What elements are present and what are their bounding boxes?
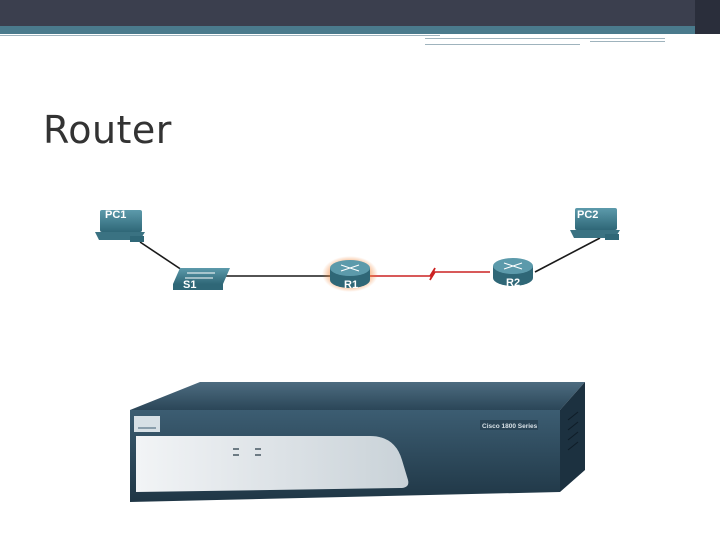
- network-topology-diagram: PC1 PC2 S1 R1 R2: [95, 208, 620, 292]
- link-r1-r2-serial: [370, 267, 490, 281]
- pc-icon: [575, 208, 617, 230]
- pc2-device: PC2: [570, 208, 620, 240]
- s1-device: S1: [173, 268, 230, 291]
- link-pc1-s1: [139, 241, 186, 273]
- header-bar: [0, 0, 720, 26]
- model-label: [480, 420, 538, 430]
- device-label-s1: S1: [183, 279, 196, 291]
- pc-icon: [100, 210, 142, 232]
- model-text: Cisco 1800 Series: [482, 423, 538, 430]
- device-label-r2: R2: [506, 277, 520, 289]
- header-rule: [425, 44, 580, 45]
- device-label-r1: R1: [344, 279, 358, 291]
- header-accent-stripe: [0, 26, 720, 34]
- device-label-pc2: PC2: [577, 209, 598, 221]
- header-rule: [0, 35, 440, 36]
- router-hardware-image: Cisco 1800 Series: [130, 382, 585, 502]
- r1-device: R1: [322, 256, 378, 292]
- device-label-pc1: PC1: [105, 209, 126, 221]
- header-rule: [425, 38, 665, 39]
- slide-title: Router: [43, 108, 172, 152]
- link-r2-pc2: [534, 237, 601, 273]
- switch-icon: [173, 268, 230, 284]
- header-corner-accent: [695, 0, 720, 34]
- cisco-logo-badge: [134, 416, 160, 432]
- header-rule: [590, 41, 665, 42]
- r2-device: R2: [493, 258, 533, 289]
- pc1-device: PC1: [95, 209, 145, 242]
